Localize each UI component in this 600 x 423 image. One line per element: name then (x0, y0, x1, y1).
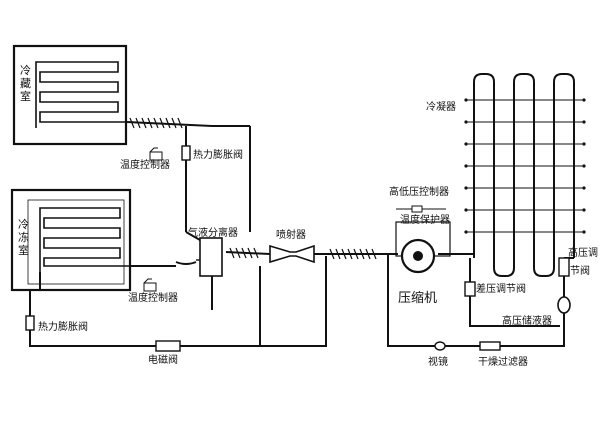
diff-pressure-label: 差压调节阀 (476, 282, 526, 295)
condenser-coil (473, 73, 575, 277)
txv-bottom-label: 热力膨胀阀 (38, 320, 88, 333)
hp-valve-label-1: 高压调 (568, 246, 598, 259)
txv-top-label: 热力膨胀阀 (193, 148, 243, 161)
hilo-ctrl-label: 高低压控制器 (389, 185, 449, 198)
compressor-core (413, 251, 423, 261)
condenser-label: 冷凝器 (426, 100, 456, 113)
txv-bottom-body (25, 315, 35, 331)
hp-receiver-label: 高压储液器 (502, 314, 552, 327)
freezer-evaporator-coil (39, 207, 130, 272)
sight-glass-label: 视镜 (428, 355, 448, 368)
freezer-inner-box (27, 199, 125, 285)
freezer-box (10, 188, 132, 292)
hp-receiver-body (557, 296, 571, 314)
fridge-evaporator-coil (35, 61, 126, 128)
dryer-filter-body (479, 341, 501, 351)
solenoid-valve-body (155, 340, 181, 352)
gas-liquid-separator-body (199, 237, 223, 277)
ejector-label: 喷射器 (276, 229, 306, 241)
heat-exchanger-wraps (129, 117, 377, 260)
fridge-label: 冷藏室 (20, 64, 31, 103)
txv-top-body (181, 145, 191, 161)
condenser-fin-dots (464, 98, 586, 234)
fridge-box (12, 44, 128, 146)
compressor-label: 压缩机 (398, 290, 437, 306)
solenoid-valve-label: 电磁阀 (148, 353, 178, 366)
diff-pressure-valve-body (464, 281, 476, 297)
temp-protector-label: 温度保护器 (400, 213, 450, 226)
piping (29, 121, 574, 347)
temp-ctrl-top-icon (149, 147, 163, 161)
separator-label: 气液分离器 (188, 226, 238, 239)
hp-valve-label-2: 节阀 (570, 264, 590, 277)
freezer-label: 冷冻室 (18, 218, 29, 257)
temp-ctrl-bottom-icon (143, 278, 157, 292)
hp-valve-body (558, 257, 570, 277)
sight-glass-body (434, 341, 446, 351)
temp-ctrl-top-label: 温度控制器 (120, 158, 170, 171)
hilo-pressure-ctrl-body (411, 205, 423, 213)
condenser-fins (466, 99, 584, 233)
ejector-body (269, 244, 315, 264)
dryer-filter-label: 干燥过滤器 (478, 355, 528, 368)
temp-ctrl-bottom-label: 温度控制器 (128, 291, 178, 304)
